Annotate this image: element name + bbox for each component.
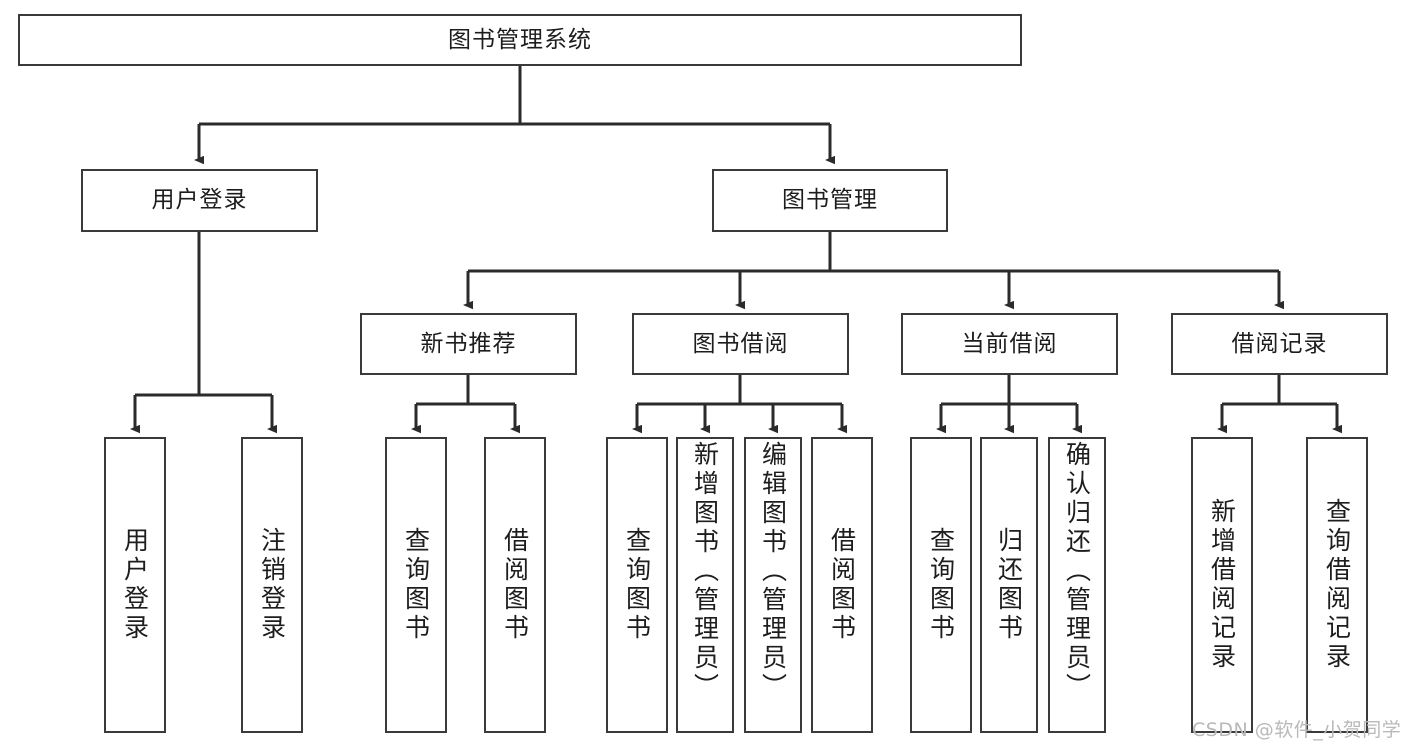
leaf-borrow-book-1-label: 借阅图书: [500, 527, 530, 643]
leaf-logout-label: 注销登录: [257, 527, 287, 643]
leaf-return-book[interactable]: 归还图书: [980, 437, 1038, 733]
leaf-user-login-label: 用户登录: [120, 527, 150, 643]
node-book-borrow[interactable]: 图书借阅: [632, 313, 849, 375]
leaf-confirm-return-label: 确认归还（管理员）: [1062, 441, 1092, 702]
node-book-borrow-label: 图书借阅: [692, 330, 789, 357]
node-user-login-label: 用户登录: [151, 187, 248, 214]
leaf-query-record-label: 查询借阅记录: [1322, 498, 1352, 672]
leaf-confirm-return[interactable]: 确认归还（管理员）: [1048, 437, 1106, 733]
node-new-book-recommend[interactable]: 新书推荐: [360, 313, 577, 375]
leaf-add-record-label: 新增借阅记录: [1207, 498, 1237, 672]
leaf-borrow-book-2-label: 借阅图书: [827, 527, 857, 643]
node-root[interactable]: 图书管理系统: [18, 14, 1022, 66]
leaf-add-book-label: 新增图书（管理员）: [690, 441, 720, 702]
leaf-logout[interactable]: 注销登录: [241, 437, 303, 733]
connector-group-book-borrow: [632, 375, 847, 434]
leaf-query-book-1[interactable]: 查询图书: [385, 437, 447, 733]
node-current-borrow[interactable]: 当前借阅: [901, 313, 1118, 375]
connector-group-root: [194, 66, 835, 165]
node-book-management[interactable]: 图书管理: [712, 169, 948, 232]
leaf-borrow-book-1[interactable]: 借阅图书: [484, 437, 546, 733]
leaf-add-book[interactable]: 新增图书（管理员）: [676, 437, 734, 733]
connector-group-book-management: [463, 232, 1284, 310]
node-user-login[interactable]: 用户登录: [81, 169, 318, 232]
node-new-book-recommend-label: 新书推荐: [420, 330, 517, 357]
leaf-user-login[interactable]: 用户登录: [104, 437, 166, 733]
leaf-return-book-label: 归还图书: [994, 527, 1024, 643]
leaf-edit-book-label: 编辑图书（管理员）: [758, 441, 788, 702]
leaf-query-book-1-label: 查询图书: [401, 527, 431, 643]
leaf-query-book-2-label: 查询图书: [622, 527, 652, 643]
connector-group-user-login: [130, 232, 277, 434]
leaf-query-book-2[interactable]: 查询图书: [606, 437, 668, 733]
node-book-management-label: 图书管理: [782, 187, 878, 214]
leaf-edit-book[interactable]: 编辑图书（管理员）: [744, 437, 802, 733]
node-borrow-record[interactable]: 借阅记录: [1171, 313, 1388, 375]
leaf-query-book-3-label: 查询图书: [926, 527, 956, 643]
node-root-label: 图书管理系统: [448, 26, 592, 53]
leaf-borrow-book-2[interactable]: 借阅图书: [811, 437, 873, 733]
connector-group-new-book-recommend: [411, 375, 520, 434]
connector-group-borrow-record: [1217, 375, 1342, 434]
leaf-add-record[interactable]: 新增借阅记录: [1191, 437, 1253, 733]
leaf-query-book-3[interactable]: 查询图书: [910, 437, 972, 733]
node-current-borrow-label: 当前借阅: [961, 330, 1058, 357]
leaf-query-record[interactable]: 查询借阅记录: [1306, 437, 1368, 733]
connector-group-current-borrow: [936, 375, 1082, 434]
node-borrow-record-label: 借阅记录: [1231, 330, 1328, 357]
